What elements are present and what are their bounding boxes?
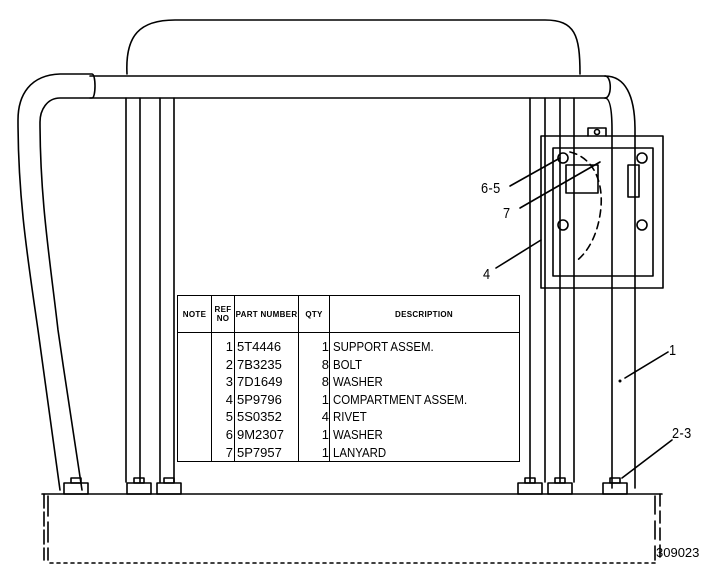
callout-7: 7 [503, 205, 511, 222]
callout-6-5: 6-5 [481, 180, 501, 197]
ref-no-cell: 2 [225, 356, 233, 372]
left-tube [17, 73, 96, 491]
ref-no-cell: 7 [225, 444, 233, 460]
description-cell: SUPPORT ASSEM. [333, 339, 434, 354]
callout-4: 4 [483, 266, 491, 283]
part-number-cell: 5P7957 [237, 444, 282, 460]
header-description: DESCRIPTION [395, 309, 453, 319]
upright-left-a [125, 97, 141, 483]
header-part-number: PART NUMBER [235, 309, 298, 319]
header-note: NOTE [182, 309, 207, 319]
ref-no-cell: 6 [225, 426, 233, 442]
leader-23 [621, 439, 673, 479]
qty-cell: 1 [321, 426, 329, 442]
ref-no-cell: 1 [225, 339, 233, 354]
figure-number: 309023 [656, 545, 700, 560]
part-number-cell: 5T4446 [237, 339, 282, 354]
callout-1: 1 [669, 342, 677, 359]
header-ref-no: REF NO [214, 305, 232, 323]
hood-outline [126, 19, 581, 75]
part-number-cell: 5P9796 [237, 391, 282, 407]
lanyard-dashed [569, 151, 602, 263]
header-qty: QTY [305, 309, 323, 319]
ref-no-cell: 3 [225, 374, 233, 390]
description-cell: BOLT [333, 356, 363, 372]
table-row: 1 5T4446 1 SUPPORT ASSEM. [178, 338, 519, 356]
ref-no-cell: 5 [225, 409, 233, 425]
qty-cell: 1 [321, 391, 329, 407]
compartment-inner [552, 147, 654, 277]
description-cell: COMPARTMENT ASSEM. [333, 391, 468, 407]
ref-no-cell: 4 [225, 391, 233, 407]
table-header: NOTE REF NO PART NUMBER QTY DESCRIPTION [178, 296, 519, 333]
description-cell: LANYARD [333, 444, 387, 460]
mount-bolts [63, 477, 628, 495]
leader-7 [519, 161, 601, 209]
leader-4 [495, 239, 542, 269]
description-cell: WASHER [333, 374, 383, 390]
part-number-cell: 9M2307 [237, 426, 284, 442]
qty-cell: 1 [321, 339, 329, 354]
callout-2-3: 2-3 [672, 425, 692, 442]
qty-cell: 1 [321, 444, 329, 460]
part-number-cell: 5S0352 [237, 409, 282, 425]
upright-right-a [529, 97, 546, 483]
leader-65 [509, 157, 561, 187]
part-number-cell: 7B3235 [237, 356, 282, 372]
upright-left-b [159, 97, 175, 483]
parts-table: NOTE REF NO PART NUMBER QTY DESCRIPTION … [177, 295, 520, 462]
qty-cell: 8 [321, 374, 329, 390]
leader-1 [624, 351, 669, 379]
qty-cell: 8 [321, 356, 329, 372]
compartment-outer [540, 135, 664, 289]
part-number-cell: 7D1649 [237, 374, 283, 390]
qty-cell: 4 [321, 409, 329, 425]
description-cell: WASHER [333, 426, 383, 442]
description-cell: RIVET [333, 409, 367, 425]
right-tube [604, 75, 612, 99]
